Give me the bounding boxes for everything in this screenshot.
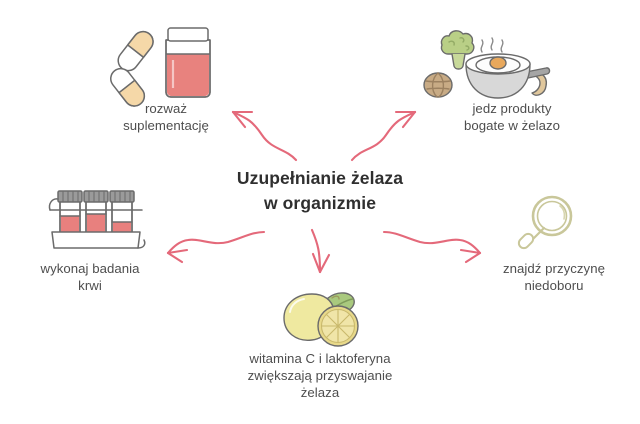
node-blood-tests: wykonaj badania krwi: [2, 260, 178, 294]
blood-test-tubes-icon: [42, 186, 150, 254]
node-label-supplementation: rozważ suplementację: [123, 101, 209, 133]
node-label-find-cause: znajdź przyczynę niedoboru: [503, 261, 605, 293]
frying-pan-with-egg-broccoli-nuts-icon: [418, 16, 554, 102]
node-label-vitamin-c-lactoferrin: witamina C i laktoferyna zwiększają przy…: [247, 351, 393, 400]
node-label-iron-rich-foods: jedz produkty bogate w żelazo: [463, 101, 561, 133]
arrow-to-iron-rich-foods: [350, 110, 417, 162]
node-find-cause: znajdź przyczynę niedoboru: [468, 260, 640, 294]
pills-and-jar-icon: [110, 18, 222, 107]
node-vitamin-c-lactoferrin: witamina C i laktoferyna zwiększają przy…: [180, 350, 460, 401]
magnifying-glass-icon: [508, 192, 584, 258]
node-iron-rich-foods: jedz produkty bogate w żelazo: [412, 100, 612, 134]
node-supplementation: rozważ suplementację: [68, 100, 264, 134]
node-label-blood-tests: wykonaj badania krwi: [40, 261, 140, 293]
page-title: Uzupełnianie żelaza w organizmie: [236, 168, 404, 213]
lemon-icon: [266, 288, 374, 350]
arrow-to-vitamin-c: [310, 228, 331, 274]
arrow-to-blood-tests: [166, 230, 266, 264]
arrow-to-find-cause: [382, 230, 482, 264]
